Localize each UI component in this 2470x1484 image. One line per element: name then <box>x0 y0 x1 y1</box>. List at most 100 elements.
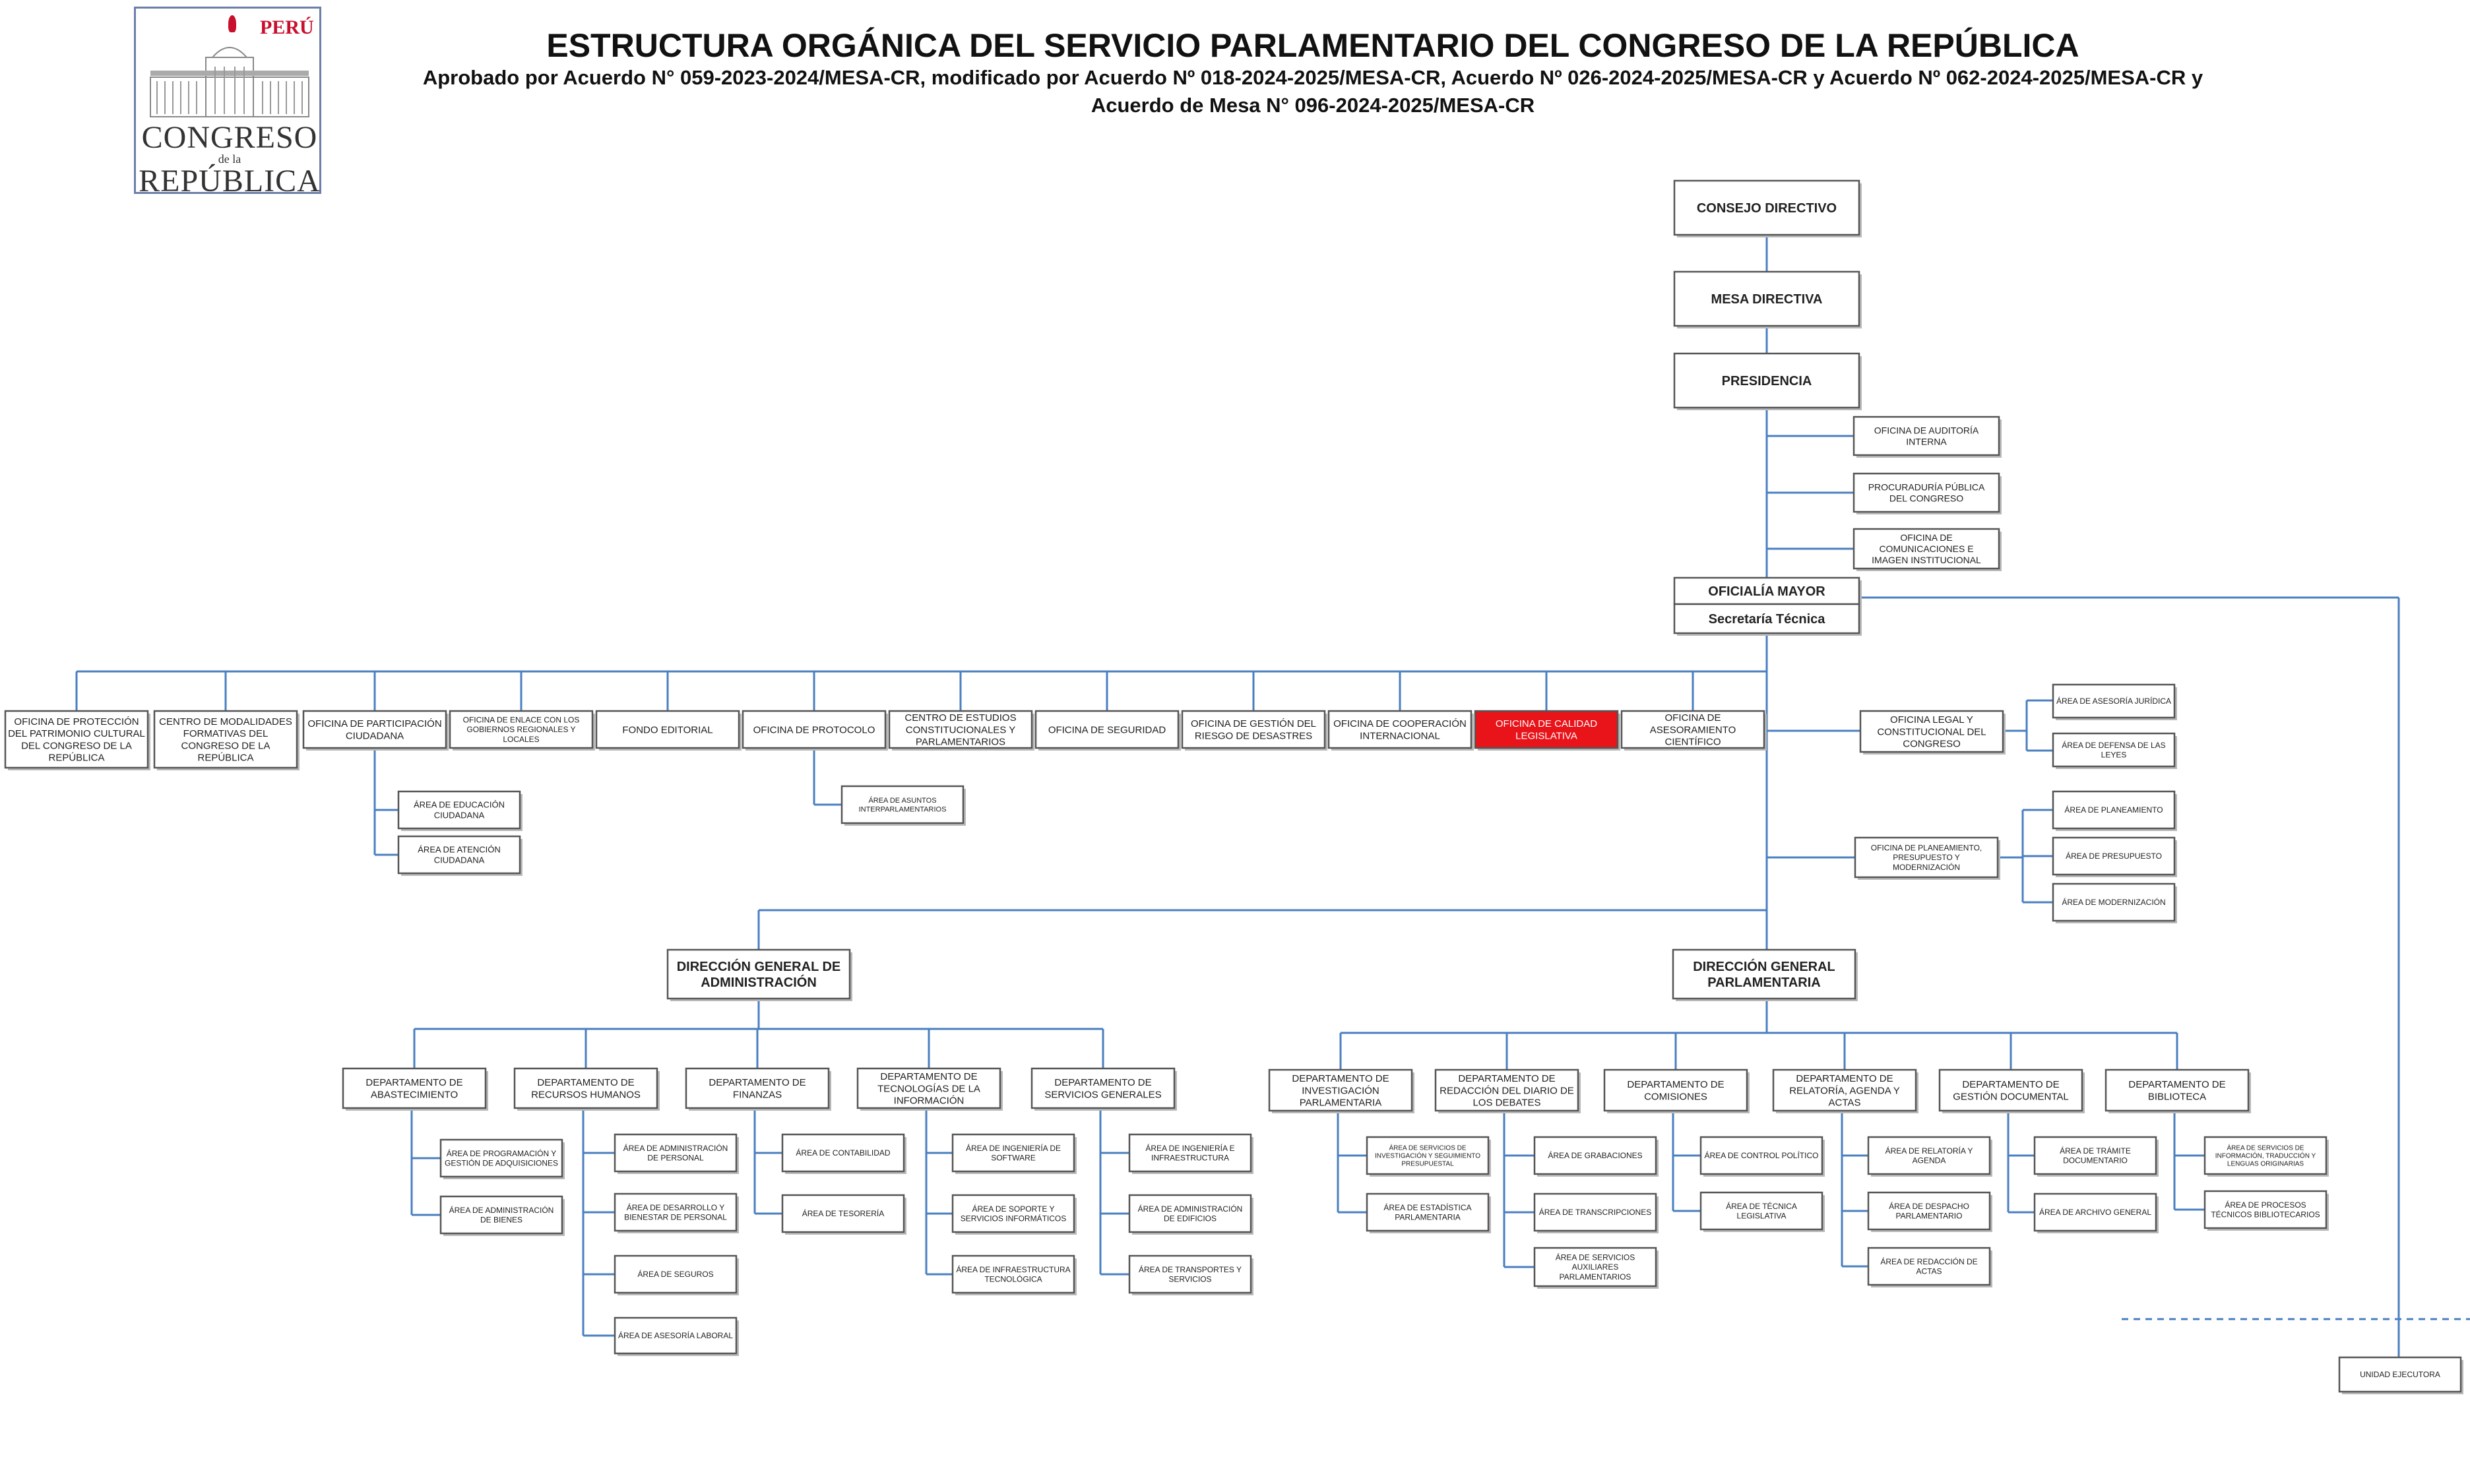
box-frame <box>781 1194 905 1233</box>
box-frame <box>449 710 594 749</box>
box-label: BIBLIOTECA <box>2148 1091 2206 1102</box>
box-frame <box>2052 836 2176 876</box>
box-frame <box>1034 710 1180 749</box>
box-frame <box>397 790 521 830</box>
box-frame <box>1366 1192 1490 1232</box>
box-label: ÁREA DE DEFENSA DE LAS <box>2062 740 2165 750</box>
box-frame <box>1128 1254 1252 1294</box>
box-label: ÁREA DE ASESORÍA LABORAL <box>618 1330 733 1340</box>
box-label: INTERNACIONAL <box>1360 730 1440 741</box>
box-label: ÁREA DE SERVICIOS DE <box>1389 1143 1466 1152</box>
box-label: CIENTÍFICO <box>1665 737 1721 748</box>
box-label: CENTRO DE MODALIDADES <box>159 716 292 727</box>
box-label: ÁREA DE SOPORTE Y <box>972 1204 1055 1214</box>
box-frame <box>1434 1068 1579 1112</box>
box-label: INFORMACIÓN, TRADUCCIÓN Y <box>2215 1152 2316 1160</box>
box-label: INTERNA <box>1906 436 1947 447</box>
box-label: LEGISLATIVA <box>1737 1212 1787 1221</box>
box-frame <box>1128 1194 1252 1233</box>
org-unit-juridica: ÁREA DE ASESORÍA JURÍDICA <box>2052 683 2177 720</box>
box-label: OFICINA DE CALIDAD <box>1496 718 1597 729</box>
box-frame <box>614 1133 738 1173</box>
box-label: ÁREA DE ESTADÍSTICA <box>1383 1202 1471 1212</box>
box-label: Secretaría Técnica <box>1709 612 1826 627</box>
box-label: OFICINA DE PLANEAMIENTO, <box>1871 844 1982 853</box>
box-label: ÁREA DE ATENCIÓN <box>418 845 500 855</box>
box-label: INVESTIGACIÓN Y SEGUIMIENTO <box>1375 1152 1480 1160</box>
box-label: LENGUAS ORIGINARIAS <box>2227 1161 2304 1168</box>
box-frame <box>1533 1192 1657 1232</box>
box-label: PARLAMENTARIA <box>1395 1213 1461 1222</box>
box-label: DEPARTAMENTO DE <box>1292 1073 1389 1084</box>
page-subtitle-line2: Acuerdo de Mesa N° 096-2024-2025/MESA-CR <box>1091 94 1535 117</box>
box-label: DEPARTAMENTO DE <box>1054 1077 1151 1088</box>
box-label: DEPARTAMENTO DE <box>709 1077 806 1088</box>
box-label: DIRECCIÓN GENERAL DE <box>677 958 841 974</box>
box-frame <box>2052 683 2176 719</box>
box-label: OFICINA DE <box>1664 712 1721 724</box>
page-title: ESTRUCTURA ORGÁNICA DEL SERVICIO PARLAME… <box>546 27 2079 64</box>
box-frame <box>1673 352 1860 409</box>
box-label: ÁREA DE TESORERÍA <box>802 1208 884 1218</box>
box-frame <box>666 948 851 1000</box>
box-label: ÁREA DE ASUNTOS <box>868 796 936 805</box>
box-label: ÁREA DE SERVICIOS <box>1556 1252 1635 1262</box>
box-frame <box>2338 1356 2462 1393</box>
box-frame <box>1366 1136 1490 1175</box>
box-label: ÁREA DE DESPACHO <box>1889 1201 1969 1211</box>
box-label: CENTRO DE ESTUDIOS <box>904 712 1016 724</box>
box-label: DEL PATRIMONIO CULTURAL <box>8 728 145 739</box>
box-label: ÁREA DE TRANSCRIPCIONES <box>1539 1207 1651 1217</box>
org-unit-auxiliares: ÁREA DE SERVICIOSAUXILIARESPARLAMENTARIO… <box>1533 1247 1659 1289</box>
box-label: DOCUMENTARIO <box>2063 1156 2128 1165</box>
box-frame <box>951 1194 1075 1233</box>
box-frame <box>1772 1068 1917 1112</box>
box-label: ÁREA DE INGENIERÍA E <box>1145 1143 1234 1153</box>
box-frame <box>439 1195 563 1235</box>
box-label: INFORMACIÓN <box>894 1096 965 1107</box>
box-label: OFICINA DE PROTECCIÓN <box>14 716 139 727</box>
box-frame <box>1854 836 1999 879</box>
box-label: DEPARTAMENTO DE <box>880 1071 977 1082</box>
box-label: ÁREA DE PROCESOS <box>2225 1200 2306 1210</box>
box-label: OFICINA LEGAL Y <box>1890 714 1973 726</box>
box-label: ÁREA DE REDACCIÓN DE <box>1880 1256 1977 1266</box>
box-label: PARLAMENTARIOS <box>916 737 1005 748</box>
box-label: ÁREA DE INGENIERÍA DE <box>966 1143 1061 1153</box>
box-label: AUXILIARES <box>1572 1262 1619 1272</box>
box-label: OFICINA DE PARTICIPACIÓN <box>307 718 441 729</box>
box-frame <box>614 1254 738 1294</box>
logo-peru-text: PERÚ <box>260 16 314 38</box>
box-label: RECURSOS HUMANOS <box>531 1089 641 1100</box>
box-label: GESTIÓN DOCUMENTAL <box>1953 1091 2069 1102</box>
box-frame <box>1859 710 2004 753</box>
box-frame <box>781 1133 905 1173</box>
box-label: DEPARTAMENTO DE <box>1627 1079 1724 1090</box>
org-unit-fondo: FONDO EDITORIAL <box>595 710 742 751</box>
box-label: OFICINA DE GESTIÓN DEL <box>1191 718 1316 729</box>
box-label: ADMINISTRACIÓN <box>701 974 817 990</box>
